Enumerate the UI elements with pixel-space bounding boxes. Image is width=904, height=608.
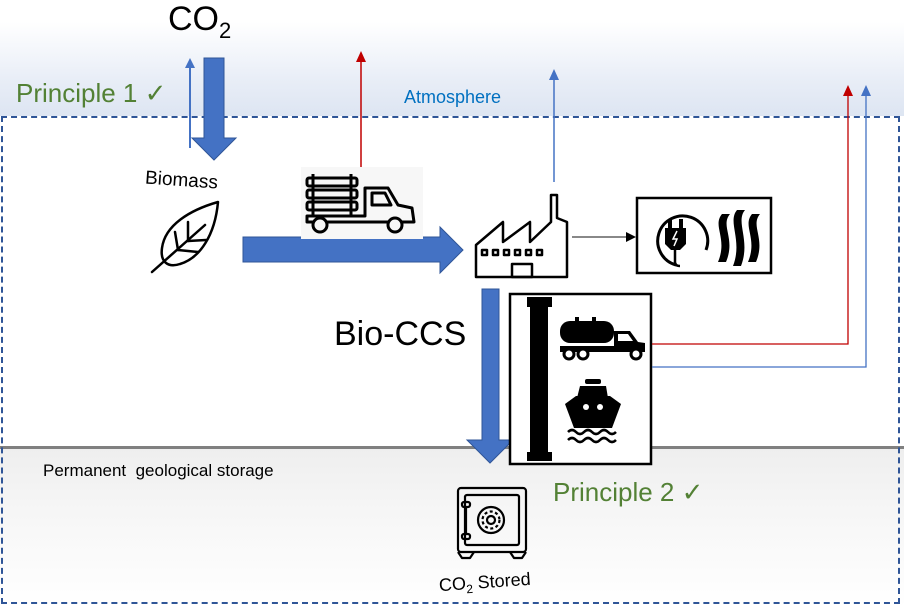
bioccs-label: Bio-CCS xyxy=(334,315,467,353)
pipeline-icon xyxy=(527,297,552,461)
power-heat-icon xyxy=(635,196,773,275)
ground-surface-line xyxy=(0,446,904,449)
storage-zone-label: Permanent geological storage xyxy=(43,461,274,480)
tanker-truck-icon xyxy=(560,317,645,361)
plant-emission-arrow xyxy=(549,69,559,182)
principle-1-label: Principle 1 ✓ xyxy=(16,78,167,108)
leaf-icon xyxy=(150,200,220,274)
transport-emission-arrow xyxy=(356,51,366,167)
atmosphere-label: Atmosphere xyxy=(404,87,502,107)
energy-output-arrow xyxy=(572,232,636,242)
safe-icon xyxy=(456,486,528,560)
system-boundary xyxy=(1,116,900,604)
co2-source-label: CO2 xyxy=(168,0,232,43)
factory-icon xyxy=(474,193,569,279)
bioccs-capture-arrow xyxy=(465,288,515,464)
log-truck-icon xyxy=(301,167,423,239)
transport-emission-blue-line xyxy=(652,85,871,368)
co2-uptake-arrow xyxy=(190,57,238,161)
principle-2-label: Principle 2 ✓ xyxy=(553,477,704,507)
ship-icon xyxy=(565,379,621,444)
transport-emission-red-line xyxy=(652,85,853,345)
geological-storage-zone xyxy=(0,447,904,608)
biomass-release-arrow xyxy=(185,58,195,148)
atmosphere-zone xyxy=(0,22,904,116)
